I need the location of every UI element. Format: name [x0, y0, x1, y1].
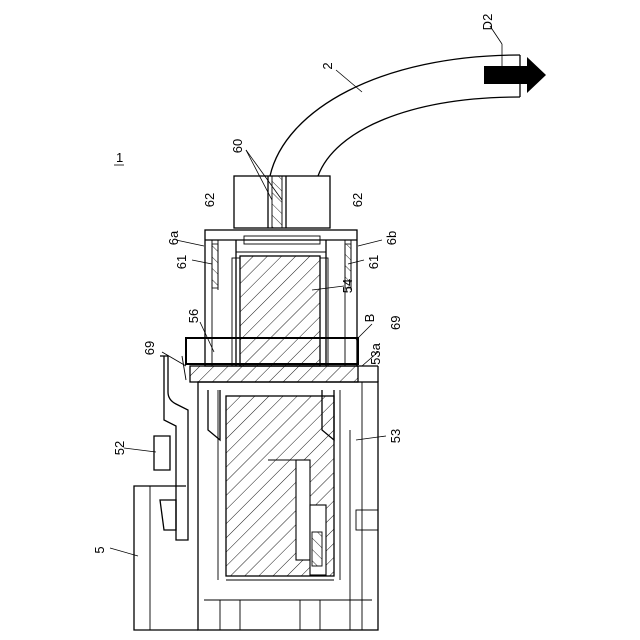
- housing-flange: [190, 366, 358, 382]
- inner-housing: [232, 256, 328, 366]
- label-61-left: 61: [174, 255, 189, 269]
- label-6a: 6a: [166, 230, 181, 245]
- assembly-ref-label: 1: [116, 150, 123, 165]
- label-53a: 53a: [368, 342, 383, 364]
- label-69-right: 69: [388, 316, 403, 330]
- label-52: 52: [112, 441, 127, 455]
- main-housing: [198, 366, 378, 630]
- label-cable: 2: [320, 62, 335, 69]
- label-d2: D2: [480, 14, 495, 31]
- seal-block: [234, 176, 330, 228]
- direction-arrow: [484, 57, 546, 93]
- label-53: 53: [388, 429, 403, 443]
- label-56: 56: [186, 309, 201, 323]
- label-62-right: 62: [350, 193, 365, 207]
- label-5: 5: [92, 546, 107, 553]
- label-60: 60: [230, 139, 245, 153]
- label-62-left: 62: [202, 193, 217, 207]
- label-54: 54: [340, 279, 355, 293]
- label-69-left: 69: [142, 341, 157, 355]
- lock-arm: [154, 356, 188, 540]
- label-61-right: 61: [366, 255, 381, 269]
- label-b: B: [362, 314, 377, 323]
- cable: [270, 55, 520, 176]
- label-6b: 6b: [384, 231, 399, 245]
